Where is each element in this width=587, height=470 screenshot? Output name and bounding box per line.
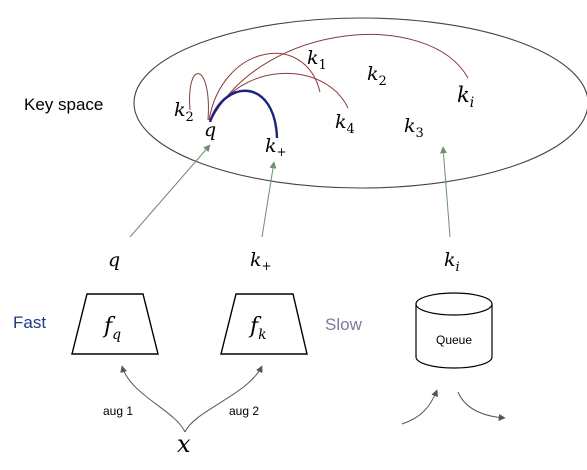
negative-arc-k1 — [208, 52, 321, 121]
key-kplus: k+ — [265, 135, 287, 159]
encoder-fq — [71, 293, 159, 355]
aug2-arrow — [184, 365, 263, 433]
output-ki: ki — [444, 249, 460, 275]
key-space-ellipse — [133, 17, 587, 189]
aug2-label: aug 2 — [229, 404, 259, 418]
encoder-fk — [220, 293, 308, 355]
negative-arc-k4 — [209, 72, 349, 121]
arrow-kplus-to-space — [261, 161, 277, 238]
aug1-arrow — [120, 365, 186, 433]
key-k1: k1 — [307, 47, 327, 73]
positive-arc — [208, 89, 279, 139]
key-k3: k3 — [404, 115, 424, 141]
aug1-label: aug 1 — [103, 404, 133, 418]
enqueue-arrow — [401, 389, 438, 425]
queue-cylinder — [415, 292, 493, 369]
key-k4: k4 — [335, 111, 355, 137]
output-kplus: k+ — [250, 249, 272, 273]
key-ki-top: ki — [457, 83, 474, 111]
fast-label: Fast — [13, 313, 46, 332]
key-k2-top: k2 — [367, 63, 387, 89]
arrow-ki-to-space — [439, 146, 451, 238]
output-q: q — [108, 249, 120, 271]
queue-label: Queue — [436, 333, 472, 347]
key-k2-left: k2 — [174, 99, 194, 125]
arrow-q-to-space — [129, 144, 211, 238]
slow-label: Slow — [325, 315, 363, 334]
key-q: q — [204, 119, 216, 141]
negative-arc-ki — [210, 33, 469, 121]
dequeue-arrow — [457, 391, 506, 422]
key-space-label: Key space — [24, 95, 103, 114]
negative-arc-k2 — [189, 73, 209, 121]
input-x: x — [177, 430, 191, 458]
